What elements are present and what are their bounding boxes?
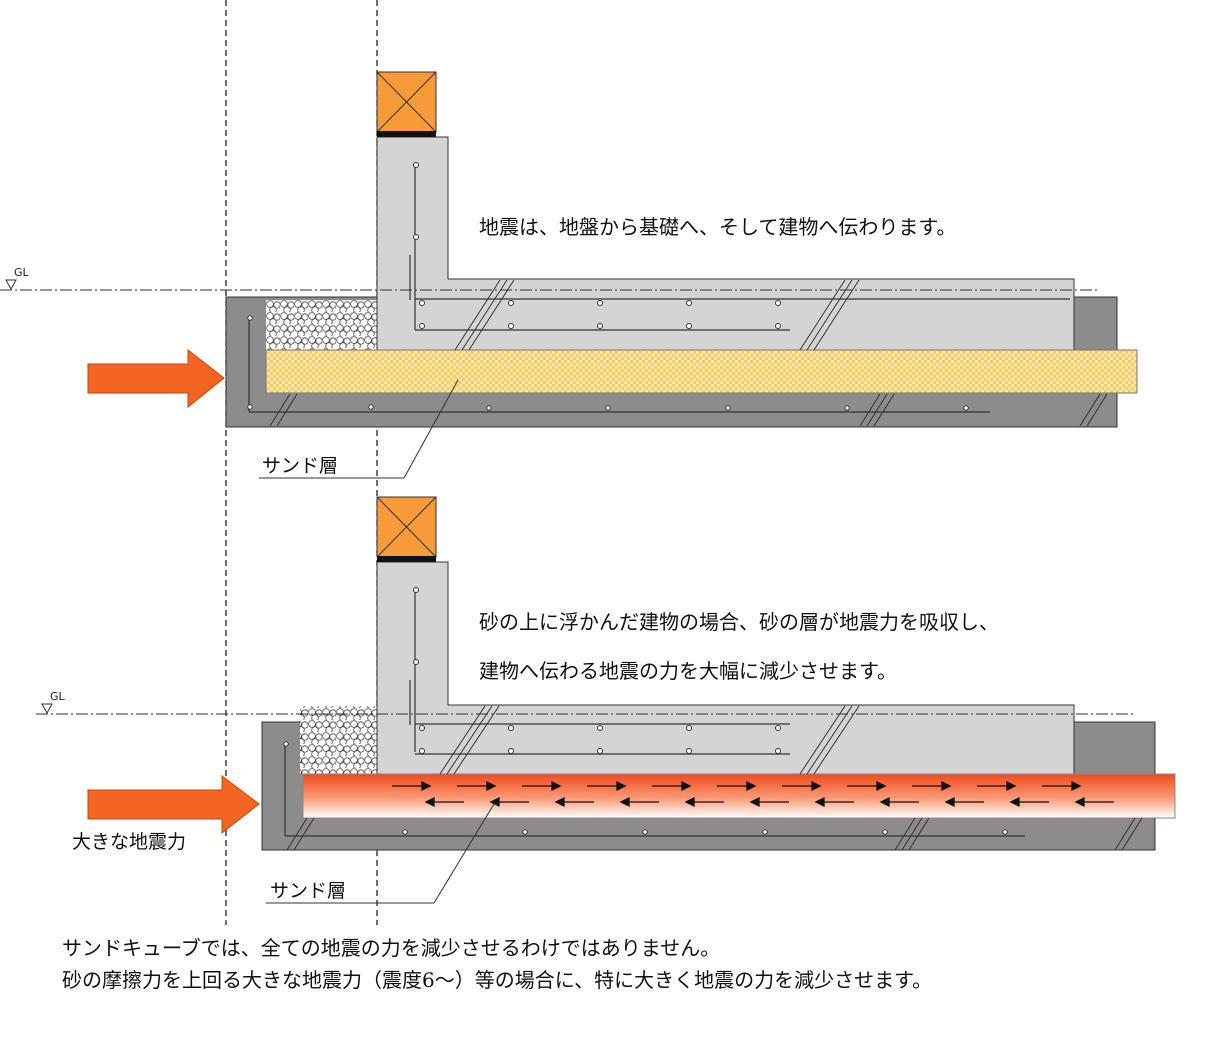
- top-force-arrow: [87, 348, 225, 409]
- bottom-caption-line1: 砂の上に浮かんだ建物の場合、砂の層が地震力を吸収し、: [479, 610, 999, 634]
- bottom-caption-line2: 建物へ伝わる地震の力を大幅に減少させます。: [479, 659, 897, 683]
- footer-note-line1: サンドキューブでは、全ての地震の力を減少させるわけではありません。: [62, 936, 721, 960]
- top-foundation: [0, 71, 1138, 479]
- bottom-force-label: 大きな地震力: [72, 831, 187, 853]
- friction-arrows-left: [424, 796, 1114, 808]
- top-concrete-wall: [376, 136, 1075, 351]
- bottom-gl-marker: [41, 703, 53, 715]
- bottom-sill-plate: [377, 556, 436, 562]
- top-gl-marker: [5, 279, 17, 291]
- bottom-foundation: [36, 496, 1176, 904]
- top-sill-plate: [377, 131, 436, 137]
- top-sand-label: サンド層: [262, 455, 339, 477]
- bottom-sand-label: サンド層: [270, 880, 347, 902]
- bottom-gl-label: GL: [50, 690, 65, 703]
- top-gl-label: GL: [14, 266, 29, 279]
- friction-arrows-right: [392, 780, 1082, 792]
- bottom-gravel: [300, 706, 377, 774]
- footer-note-line2: 砂の摩擦力を上回る大きな地震力（震度6～）等の場合に、特に大きく地震の力を減少さ…: [62, 968, 933, 992]
- bottom-force-arrow: [87, 774, 260, 835]
- bottom-friction-layer: [302, 773, 1176, 819]
- top-caption: 地震は、地盤から基礎へ、そして建物へ伝わります。: [479, 215, 957, 239]
- top-gravel: [266, 300, 377, 350]
- top-sand-layer: [265, 349, 1138, 394]
